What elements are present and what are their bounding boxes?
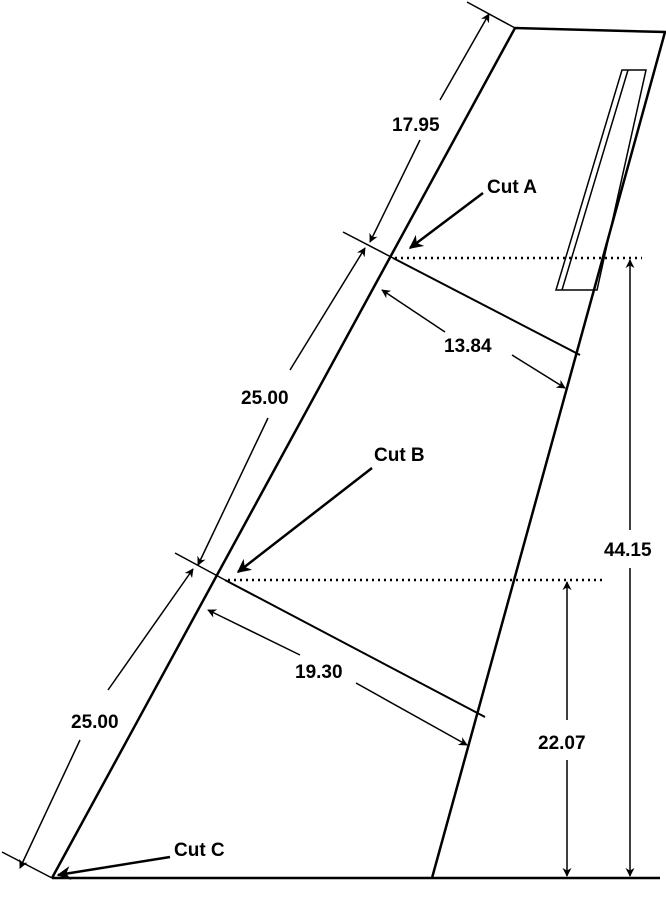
tick-a xyxy=(342,231,394,259)
rudder-slot-inner xyxy=(561,69,629,291)
dim-top-le-line-1 xyxy=(439,13,490,101)
height-b-label: 22.07 xyxy=(538,733,586,754)
dim-bot-le-label: 25.00 xyxy=(71,712,119,733)
tick-bottom xyxy=(1,851,53,879)
dim-mid-le-line-1 xyxy=(289,247,366,371)
rudder-slot xyxy=(554,69,647,291)
chord-b-line-1 xyxy=(207,609,301,656)
cut-a-arrow xyxy=(408,192,484,249)
cut-b-label: Cut B xyxy=(374,445,425,466)
tick-b xyxy=(174,552,226,581)
dim-bot-le-line-1 xyxy=(107,568,194,691)
chord-a-line-1 xyxy=(381,289,446,333)
cut-a-chord-line xyxy=(392,257,581,356)
fin-outline xyxy=(50,26,666,879)
chord-b-label: 19.30 xyxy=(295,662,343,683)
cut-b-arrow xyxy=(236,467,373,573)
tick-top xyxy=(466,1,516,29)
height-total-label: 44.15 xyxy=(604,540,652,561)
cut-c-label: Cut C xyxy=(174,840,225,861)
chord-a-label: 13.84 xyxy=(444,336,492,357)
cut-b-chord-line xyxy=(224,579,486,718)
cut-a-label: Cut A xyxy=(487,177,537,198)
dim-top-le-line-2 xyxy=(369,139,421,243)
chord-b-line-2 xyxy=(355,682,468,746)
dim-bot-le-line-2 xyxy=(19,739,81,869)
dim-mid-le-label: 25.00 xyxy=(241,388,289,409)
dim-top-le-label: 17.95 xyxy=(392,115,440,136)
dim-mid-le-line-2 xyxy=(197,417,269,566)
chord-a-line-2 xyxy=(511,354,566,389)
cut-c-arrow xyxy=(56,855,171,880)
